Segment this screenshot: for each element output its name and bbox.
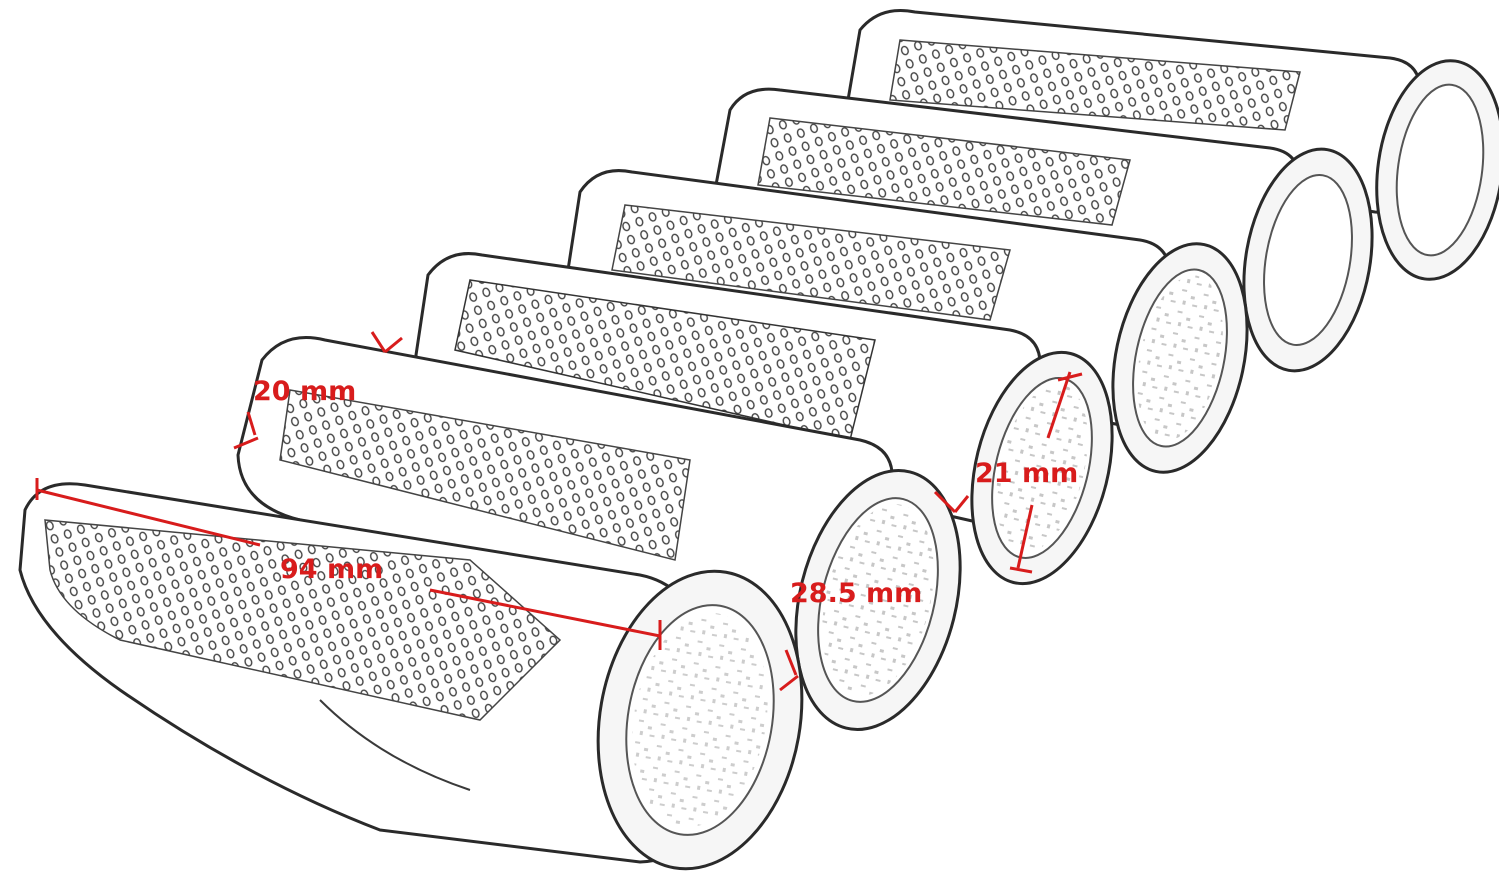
end-width-label: 20 mm (253, 376, 356, 407)
grip-front (18, 482, 804, 871)
outer-diameter-label: 28.5 mm (790, 578, 922, 609)
dim-end-width-lines (233, 331, 403, 450)
length-label: 94 mm (280, 554, 383, 585)
dim-inner-diameter-lines (1009, 371, 1083, 574)
dim-length-lines (35, 478, 662, 650)
dim-outer-diameter-lines (779, 490, 970, 692)
inner-diameter-label: 21 mm (975, 458, 1078, 489)
